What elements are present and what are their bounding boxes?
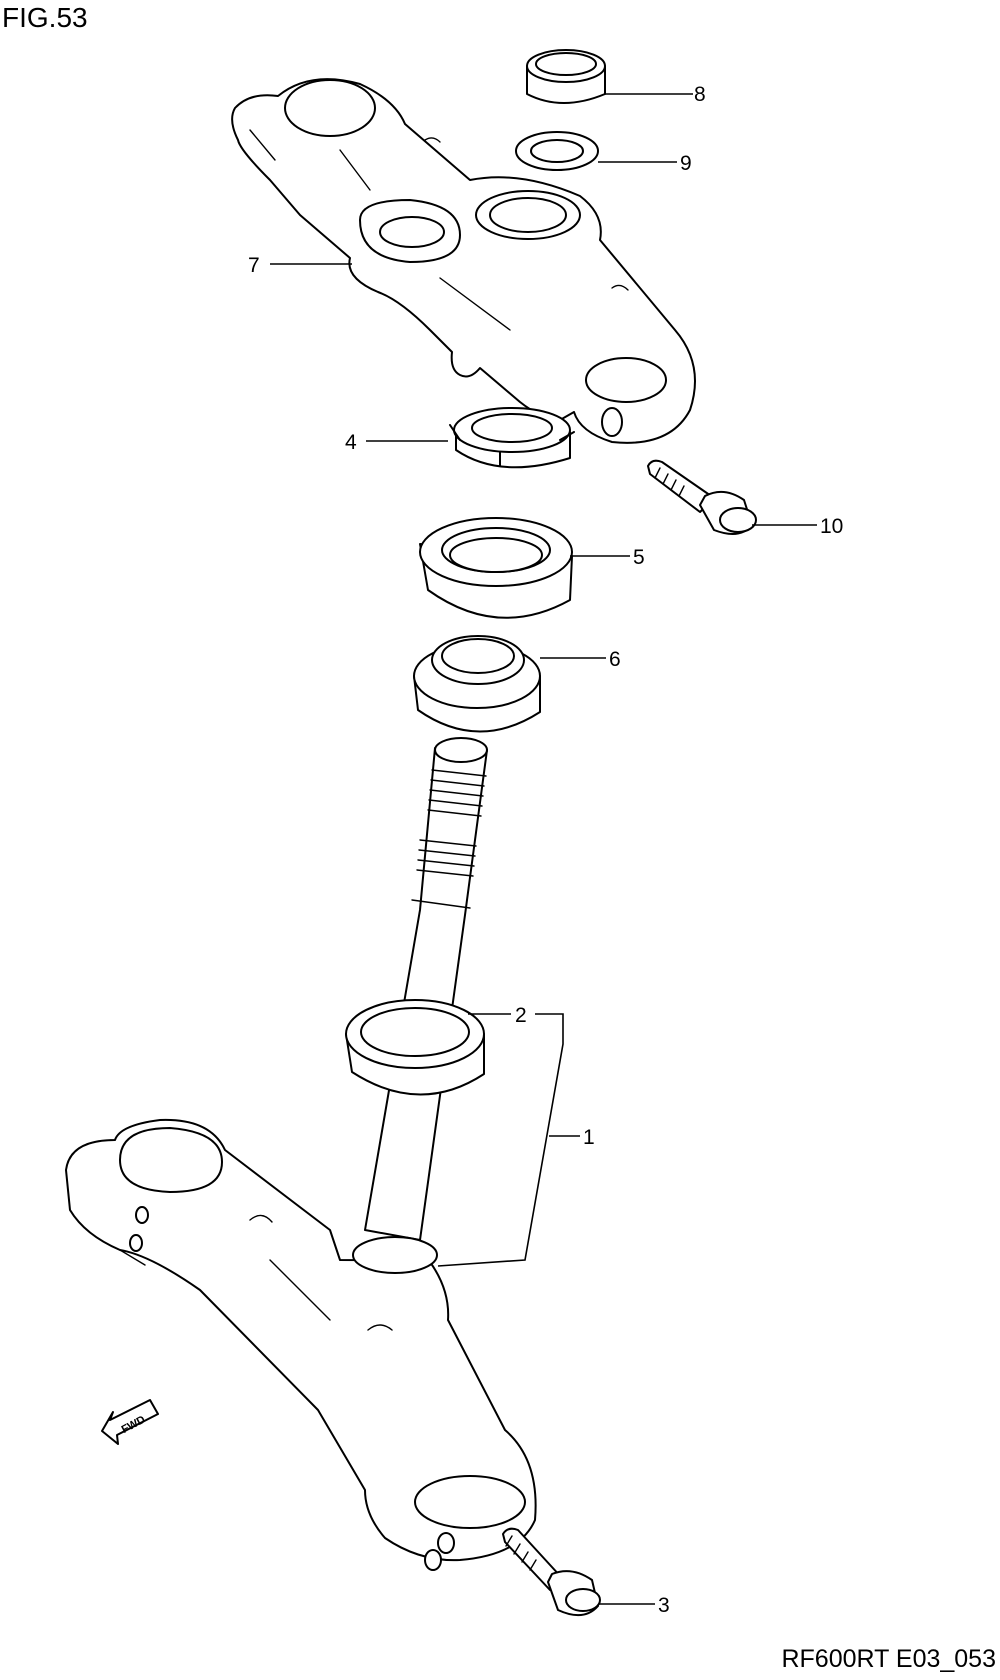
callout-8: 8	[605, 83, 706, 106]
part-6-bearing[interactable]	[413, 635, 541, 733]
callout-8-label: 8	[694, 83, 706, 106]
callout-4: 4	[345, 431, 448, 454]
callout-6: 6	[540, 648, 621, 671]
callout-10-label: 10	[820, 515, 843, 538]
callout-1: 1	[549, 1126, 595, 1149]
part-3-bolt[interactable]	[502, 1527, 601, 1617]
callout-9: 9	[598, 152, 692, 175]
fwd-arrow-icon: FWD	[101, 1399, 159, 1445]
part-1-lower-bracket[interactable]	[65, 1118, 537, 1571]
callout-9-label: 9	[680, 152, 692, 175]
part-5-dust-seal[interactable]	[419, 517, 573, 619]
part-1-steering-stem[interactable]	[364, 737, 488, 1241]
callout-5-label: 5	[633, 546, 645, 569]
callout-3-label: 3	[658, 1594, 670, 1617]
part-9-washer[interactable]	[515, 131, 599, 171]
callout-2-label: 2	[515, 1004, 527, 1027]
callout-5: 5	[570, 546, 645, 569]
part-4-slotted-nut[interactable]	[449, 407, 575, 469]
drawing-code: RF600RT E03_053	[781, 1645, 996, 1673]
callout-2: 2	[437, 1004, 564, 1267]
part-7-upper-bracket[interactable]	[231, 78, 696, 444]
part-8-cap-nut[interactable]	[526, 49, 606, 104]
callout-3: 3	[598, 1594, 670, 1617]
callout-6-label: 6	[609, 648, 621, 671]
callout-4-label: 4	[345, 431, 357, 454]
part-10-bolt[interactable]	[647, 459, 757, 535]
callout-7-label: 7	[248, 254, 260, 277]
figure-title: FIG.53	[2, 2, 88, 33]
callout-1-label: 1	[583, 1126, 595, 1149]
callout-7: 7	[248, 254, 352, 277]
part-2-lower-bearing[interactable]	[345, 999, 485, 1096]
callout-10: 10	[752, 515, 843, 538]
